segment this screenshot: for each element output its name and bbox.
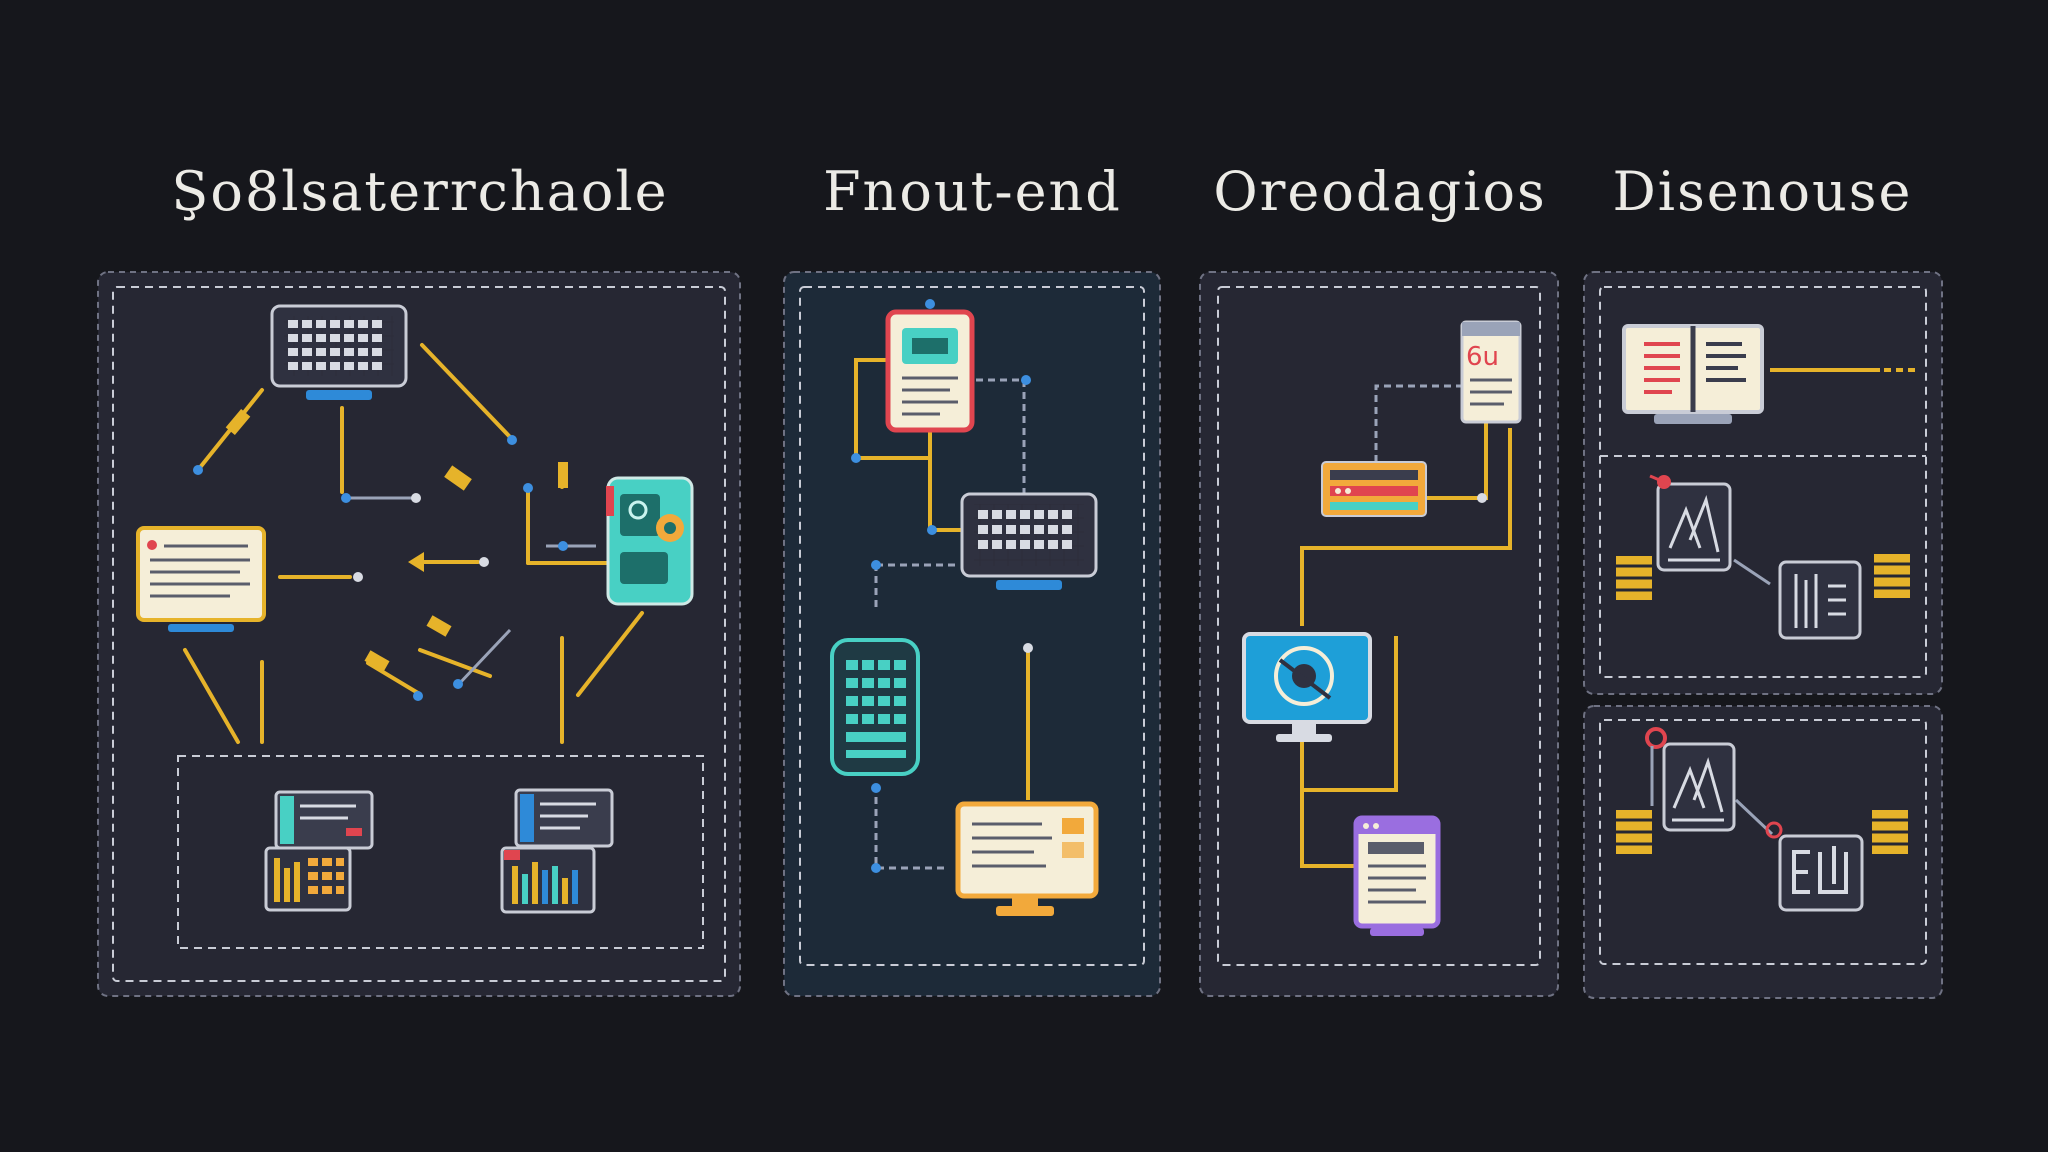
panel-storage [1583, 271, 1943, 999]
node-dots-architecture [193, 435, 568, 701]
globe-monitor-icon [1242, 632, 1372, 742]
column-title-frontend: Fnout-end [823, 160, 1122, 223]
desktop-document-icon [955, 801, 1099, 916]
data-chip-icon [1645, 727, 1736, 832]
connectors-architecture [183, 343, 644, 744]
storage-device-icon [1778, 834, 1864, 912]
book-icon [1622, 324, 1764, 424]
database-stack-icon [1616, 810, 1652, 854]
column-title-processing: Oreodagios [1213, 160, 1547, 223]
server-rack-group [177, 755, 704, 949]
node-dots-frontend [851, 375, 1031, 873]
keypad-icon [830, 638, 920, 776]
panel-processing: 6u [1199, 271, 1559, 997]
database-stack-icon [1874, 554, 1910, 598]
document-badge-icon: 6u [1460, 320, 1522, 424]
panel-architecture [97, 271, 741, 997]
server-strip-icon [1321, 461, 1427, 517]
mobile-app-icon [885, 299, 975, 433]
server-rack-icon [264, 790, 374, 912]
teal-device-icon [606, 476, 694, 606]
web-document-icon [1353, 815, 1441, 936]
server-rack-icon [500, 788, 614, 914]
dashed-links-processing [1374, 384, 1462, 462]
chip-to-cabinet-link [1733, 558, 1771, 586]
database-stack-icon [1616, 556, 1652, 600]
arrow-chips-architecture [225, 408, 568, 672]
keyboard-monitor-icon [960, 492, 1098, 590]
keyboard-monitor-icon [270, 304, 408, 400]
node-dots-grey-architecture [353, 493, 489, 582]
document-window-icon [136, 526, 266, 632]
grey-links-architecture [345, 496, 596, 687]
panel-frontend [783, 271, 1161, 997]
connectors-processing [1300, 422, 1512, 868]
column-title-storage: Disenouse [1612, 160, 1913, 223]
database-stack-icon [1872, 810, 1908, 854]
document-badge-label: 6u [1466, 342, 1499, 372]
column-title-architecture: Şo8lsaterrchaole [171, 160, 669, 223]
data-chip-icon [1649, 474, 1732, 572]
file-cabinet-icon [1778, 560, 1862, 640]
